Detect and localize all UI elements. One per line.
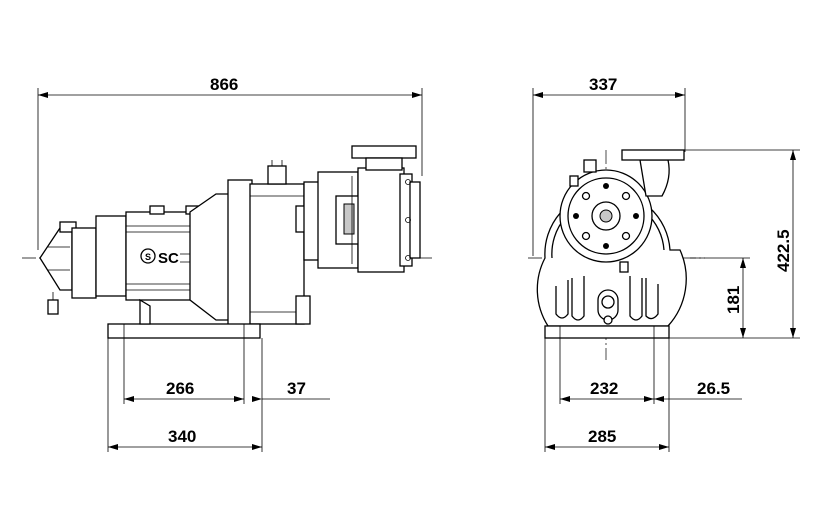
dim-181-label: 181 bbox=[724, 286, 743, 314]
front-view: 337 422.5 181 232 bbox=[528, 75, 800, 452]
dim-337-label: 337 bbox=[589, 75, 617, 94]
dim-866-label: 866 bbox=[210, 75, 238, 94]
sc-logo-icon bbox=[140, 248, 156, 264]
svg-text:S: S bbox=[145, 252, 151, 262]
dim-side-overall: 866 bbox=[37, 75, 423, 250]
dim-26-5-label: 26.5 bbox=[697, 379, 730, 398]
dim-front-base-bolts: 232 26.5 bbox=[544, 338, 742, 452]
discharge-flange bbox=[351, 145, 417, 171]
dim-422-5-label: 422.5 bbox=[774, 229, 793, 272]
dim-232-label: 232 bbox=[590, 379, 618, 398]
dim-340-label: 340 bbox=[168, 427, 196, 446]
dim-285-label: 285 bbox=[588, 427, 616, 446]
end-cover bbox=[39, 221, 97, 315]
dim-front-overall-height: 422.5 bbox=[669, 149, 800, 339]
dim-266-label: 266 bbox=[166, 379, 194, 398]
dim-37-label: 37 bbox=[287, 379, 306, 398]
dim-side-base-length: 340 bbox=[107, 338, 262, 452]
dim-front-base-width: 285 bbox=[545, 427, 669, 450]
side-base bbox=[107, 298, 261, 339]
dim-front-shaft-height: 181 bbox=[690, 257, 750, 338]
motor-bracket bbox=[189, 160, 311, 329]
motor-logo: S SC bbox=[140, 248, 179, 267]
dim-front-overall-width: 337 bbox=[532, 75, 686, 256]
front-discharge-nozzle bbox=[621, 149, 685, 197]
front-base bbox=[544, 325, 670, 339]
motor-logo-text: SC bbox=[158, 250, 179, 267]
pump-casing bbox=[303, 167, 421, 273]
side-view: S SC bbox=[22, 75, 432, 452]
dim-side-base-bolts: 266 37 bbox=[123, 338, 330, 452]
front-flange bbox=[559, 159, 653, 273]
